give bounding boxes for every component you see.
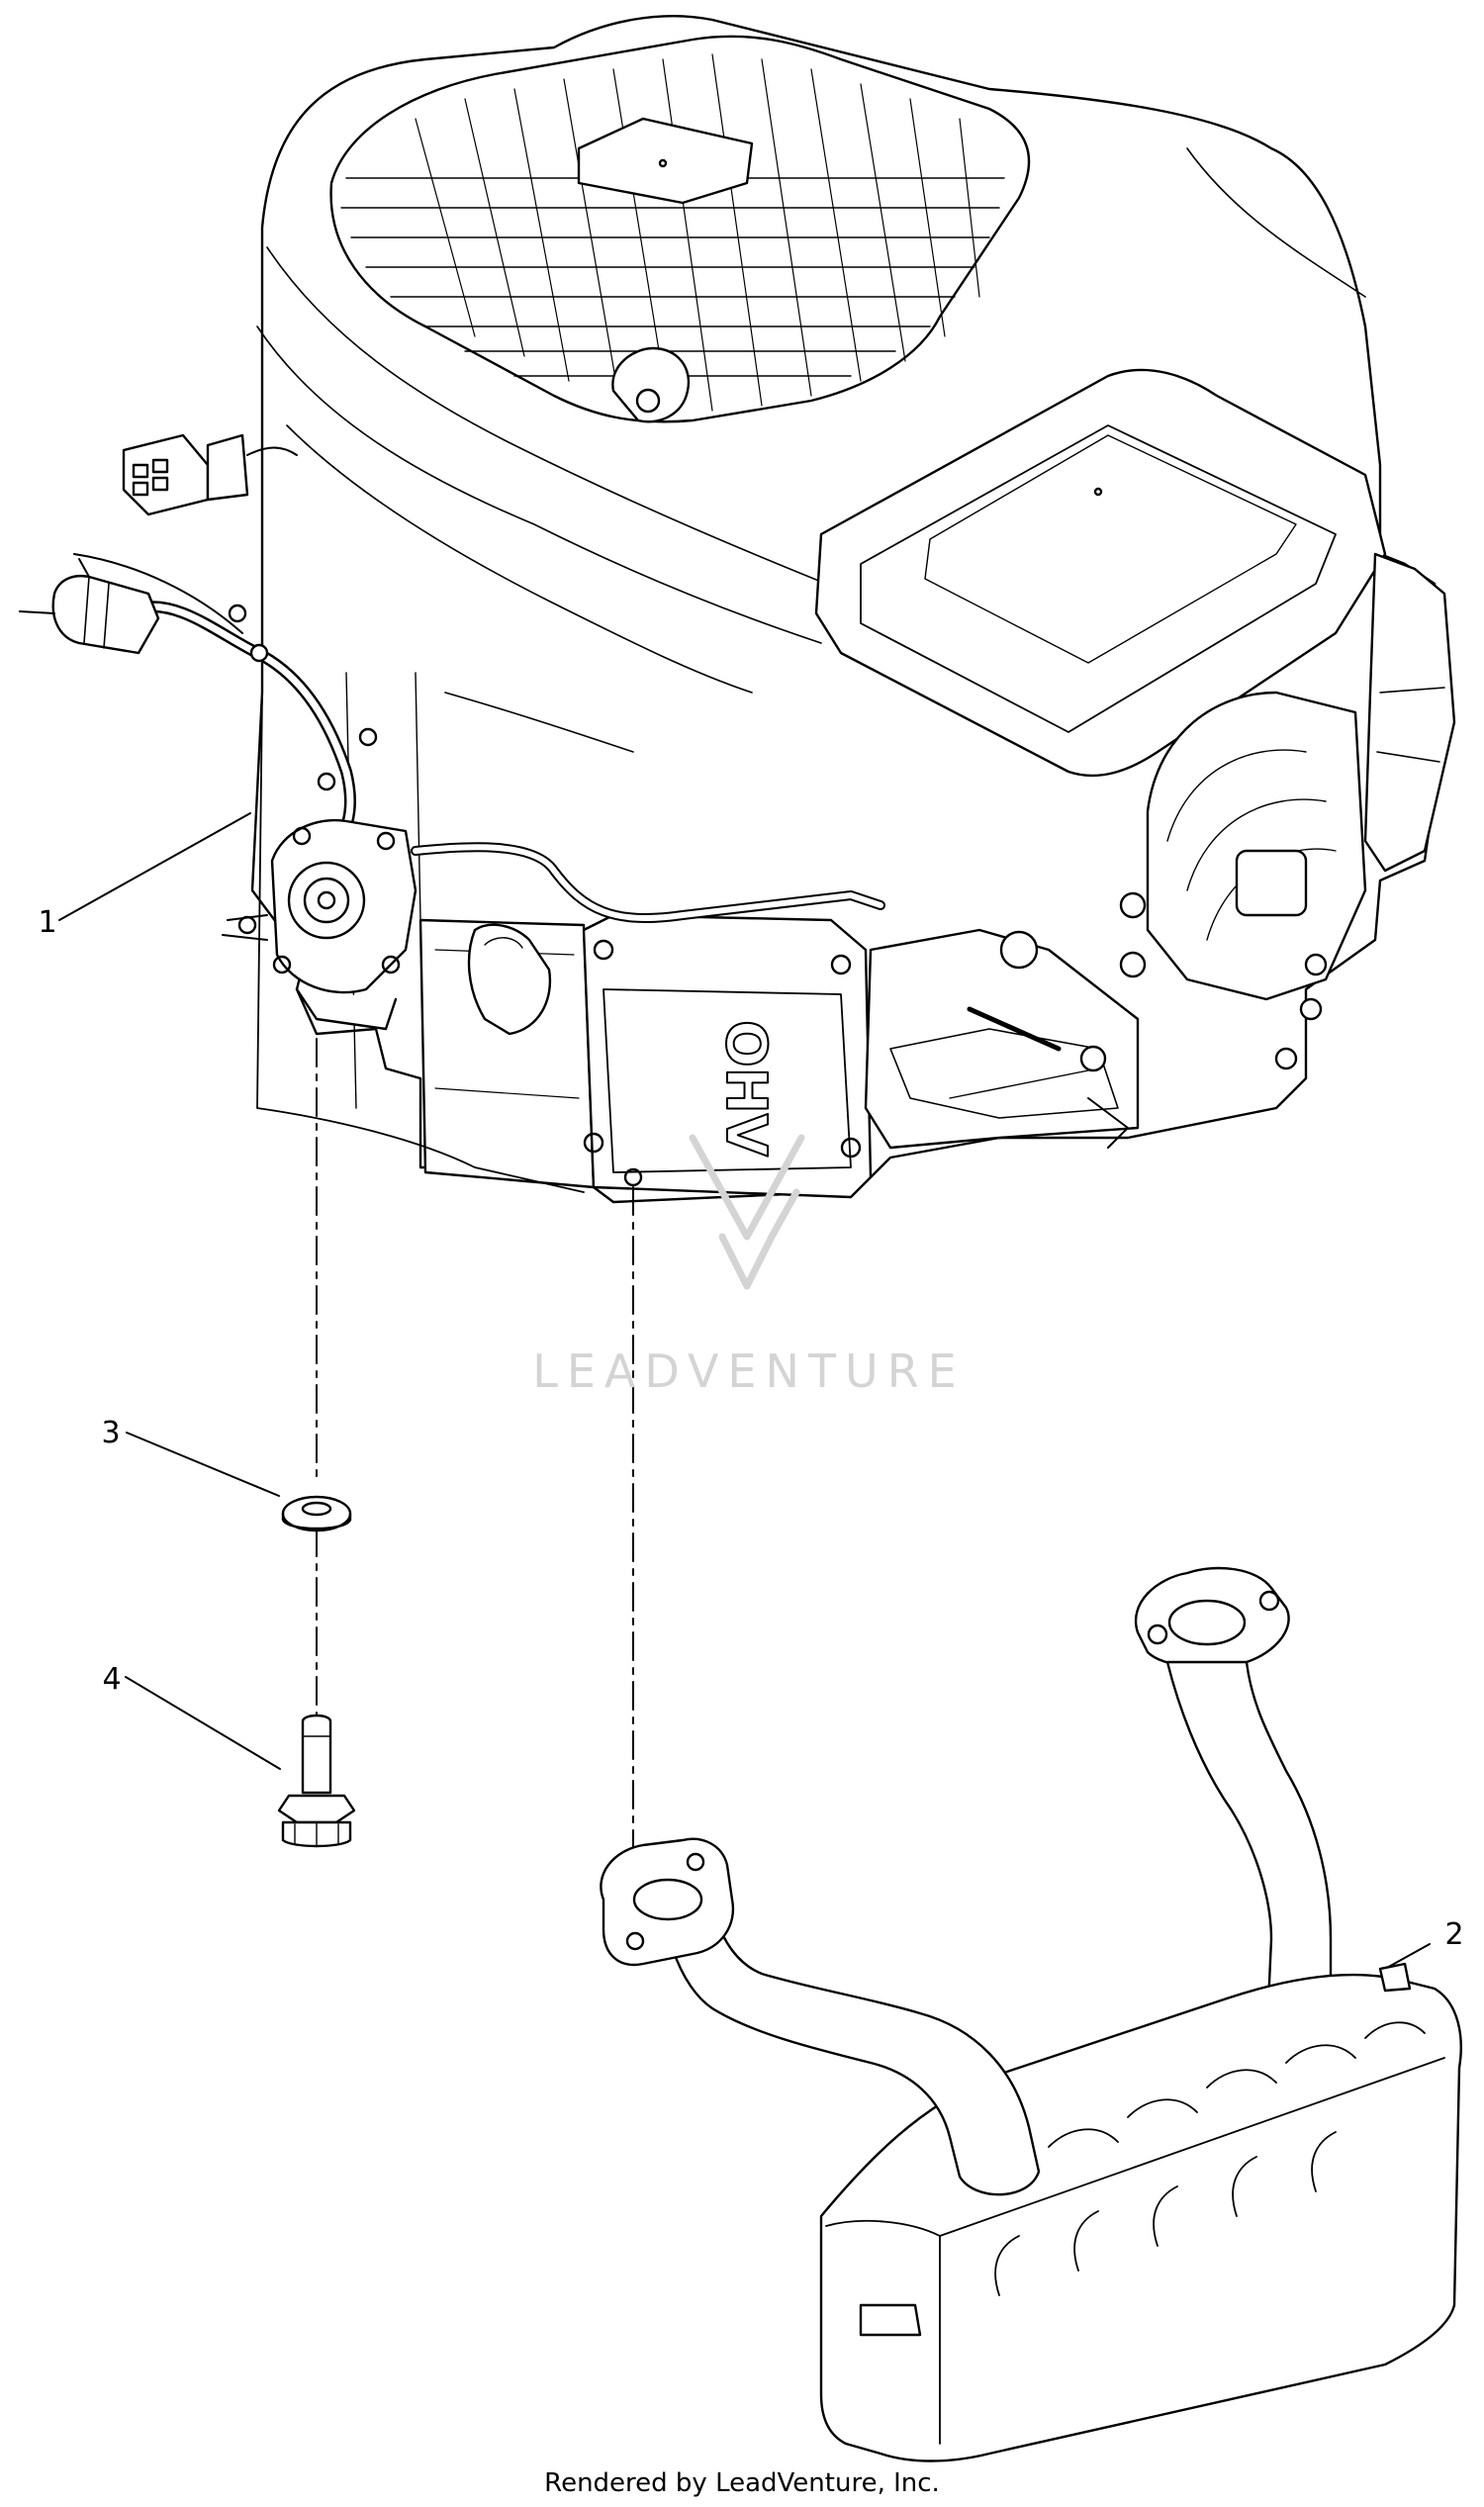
bolt-part [277,1714,356,1848]
fuel-pump [222,818,417,1031]
callout-1: 1 [38,905,56,940]
valve-cover: OHV [582,913,873,1199]
callout-2: 2 [1444,1917,1463,1952]
leader-lines [58,812,1431,1970]
air-filter-cover [814,368,1387,778]
muffler-part [600,1566,1462,2462]
watermark-logo-icon [689,1134,805,1241]
engine-assembly: OHV [19,15,1456,1204]
fuel-filter [19,558,356,857]
callout-4: 4 [102,1662,121,1697]
washer-part [281,1495,352,1532]
ohv-label: OHV [713,1020,778,1157]
callout-3: 3 [101,1416,120,1450]
center-lines [316,1038,634,1851]
wire-connector [122,433,298,516]
watermark [689,1134,805,1290]
footer-credit: Rendered by LeadVenture, Inc. [544,2468,940,2498]
flywheel-screen [329,35,1031,423]
watermark-text: LEADVENTURE [532,1345,966,1398]
